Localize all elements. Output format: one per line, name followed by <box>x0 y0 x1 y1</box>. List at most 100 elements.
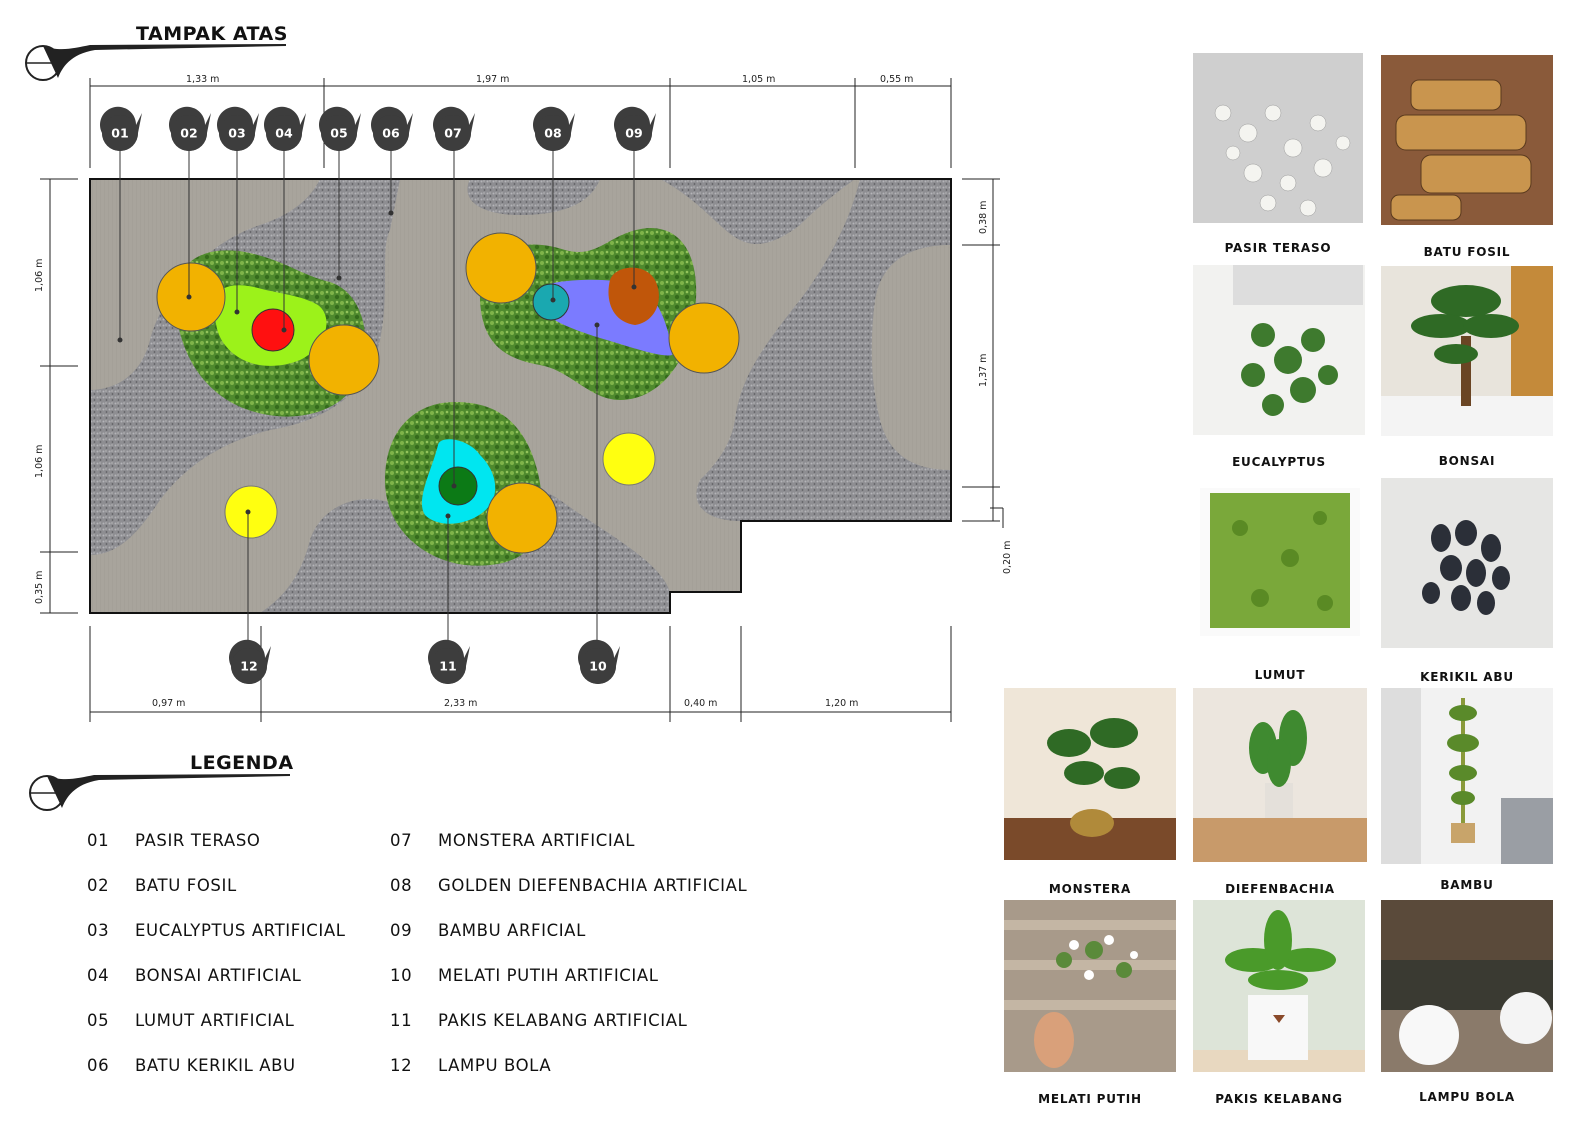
top-view-heading-marker <box>25 44 286 81</box>
left-dimensions: 1,06 m 1,06 m 0,35 m <box>34 259 45 604</box>
legend-number: 03 <box>87 921 110 940</box>
legend-item-10: 10 MELATI PUTIH ARTIFICIAL <box>390 966 659 985</box>
tag-08: 08 <box>533 106 575 151</box>
material-card: KERIKIL ABU <box>1381 478 1553 688</box>
legend-number: 05 <box>87 1011 110 1030</box>
legend-number: 07 <box>390 831 413 850</box>
material-photo <box>1200 488 1360 636</box>
material-caption: LUMUT <box>1254 668 1306 682</box>
material-photo <box>1381 478 1553 648</box>
tag-09: 09 <box>614 106 656 151</box>
material-caption: MONSTERA <box>1048 882 1132 896</box>
material-card: PASIR TERASO <box>1193 53 1363 259</box>
legend-item-02: 02 BATU FOSIL <box>87 876 237 895</box>
material-caption: BONSAI <box>1438 454 1496 468</box>
material-caption: PAKIS KELABANG <box>1215 1092 1343 1106</box>
legend-number: 10 <box>390 966 413 985</box>
tag-10: 10 <box>578 639 620 684</box>
material-caption: KERIKIL ABU <box>1420 670 1514 684</box>
bonsai-planting <box>251 308 295 352</box>
legend-number: 11 <box>390 1011 413 1030</box>
material-photo <box>1193 265 1365 435</box>
dim-bottom-1: 0,97 m <box>152 698 185 709</box>
material-card: BAMBU <box>1381 688 1553 896</box>
legend-number: 09 <box>390 921 413 940</box>
top-view-heading: TAMPAK ATAS <box>136 23 288 45</box>
material-card: DIEFENBACHIA <box>1193 688 1367 900</box>
fossil-stone <box>486 482 558 554</box>
material-photo <box>1381 900 1553 1072</box>
right-dimensions: 0,38 m 1,37 m 0,20 m <box>978 201 1013 574</box>
legend-label: GOLDEN DIEFENBACHIA ARTIFICIAL <box>438 876 748 895</box>
tag-01: 01 <box>100 106 142 151</box>
diefenbachia-planting <box>532 283 570 321</box>
dim-bottom-4: 1,20 m <box>825 698 858 709</box>
dim-bottom-2: 2,33 m <box>444 698 477 709</box>
material-caption: BATU FOSIL <box>1423 245 1511 259</box>
svg-text:07: 07 <box>444 126 461 141</box>
terrazzo-sand-area <box>90 179 320 390</box>
material-photo <box>1381 266 1553 436</box>
legend-label: BATU FOSIL <box>135 876 237 895</box>
top-dimensions: 1,33 m 1,97 m 1,05 m 0,55 m <box>186 74 913 85</box>
tag-11: 11 <box>428 639 470 684</box>
material-caption: BAMBU <box>1440 878 1494 892</box>
garden-top-view-plan: 1,33 m 1,97 m 1,05 m 0,55 m 0,97 m 2,33 … <box>34 74 1013 722</box>
material-photo <box>1381 688 1553 864</box>
svg-text:04: 04 <box>275 126 293 141</box>
legend-item-07: 07 MONSTERA ARTIFICIAL <box>390 831 635 850</box>
tag-05: 05 <box>319 106 361 151</box>
legend-item-04: 04 BONSAI ARTIFICIAL <box>87 966 301 985</box>
dim-right-3: 0,20 m <box>1002 541 1013 574</box>
legend-number: 06 <box>87 1056 110 1075</box>
legend-label: EUCALYPTUS ARTIFICIAL <box>135 921 346 940</box>
svg-text:10: 10 <box>589 659 607 674</box>
legend-label: PASIR TERASO <box>135 831 261 850</box>
material-caption: DIEFENBACHIA <box>1225 882 1335 896</box>
legend-label: PAKIS KELABANG ARTIFICIAL <box>438 1011 688 1030</box>
svg-text:11: 11 <box>439 659 456 674</box>
legend-label: MELATI PUTIH ARTIFICIAL <box>438 966 659 985</box>
dim-top-3: 1,05 m <box>742 74 775 85</box>
legend-item-09: 09 BAMBU ARFICIAL <box>390 921 586 940</box>
material-photo <box>1193 688 1367 862</box>
tag-06: 06 <box>371 106 413 151</box>
svg-text:06: 06 <box>382 126 400 141</box>
legend-item-03: 03 EUCALYPTUS ARTIFICIAL <box>87 921 346 940</box>
bamboo-planting <box>608 267 659 325</box>
ball-lamp <box>224 485 278 539</box>
tag-02: 02 <box>169 106 211 151</box>
material-caption: LAMPU BOLA <box>1419 1090 1515 1104</box>
material-caption: MELATI PUTIH <box>1038 1092 1142 1106</box>
dim-left-3: 0,35 m <box>34 571 45 604</box>
material-card: LUMUT <box>1200 488 1360 686</box>
legend-number: 02 <box>87 876 110 895</box>
legend-number: 04 <box>87 966 110 985</box>
tag-03: 03 <box>217 106 259 151</box>
legend-number: 01 <box>87 831 110 850</box>
legend-number: 12 <box>390 1056 413 1075</box>
svg-text:02: 02 <box>180 126 197 141</box>
material-photo <box>1193 900 1365 1072</box>
legend-label: MONSTERA ARTIFICIAL <box>438 831 635 850</box>
fossil-stone <box>308 324 380 396</box>
legend-label: BONSAI ARTIFICIAL <box>135 966 302 985</box>
dim-bottom-3: 0,40 m <box>684 698 717 709</box>
legend-label: BAMBU ARFICIAL <box>438 921 586 940</box>
material-caption: EUCALYPTUS <box>1232 455 1326 469</box>
legend-number: 08 <box>390 876 413 895</box>
svg-text:12: 12 <box>240 659 257 674</box>
material-photo <box>1004 900 1176 1072</box>
material-card: LAMPU BOLA <box>1381 900 1553 1108</box>
tag-04: 04 <box>264 106 306 151</box>
legend-heading-marker <box>29 774 290 811</box>
material-card: BONSAI <box>1381 266 1553 472</box>
material-card: BATU FOSIL <box>1381 55 1553 263</box>
material-caption: PASIR TERASO <box>1224 241 1332 255</box>
fossil-stone <box>668 302 740 374</box>
svg-text:03: 03 <box>228 126 245 141</box>
legend-heading: LEGENDA <box>190 752 294 774</box>
